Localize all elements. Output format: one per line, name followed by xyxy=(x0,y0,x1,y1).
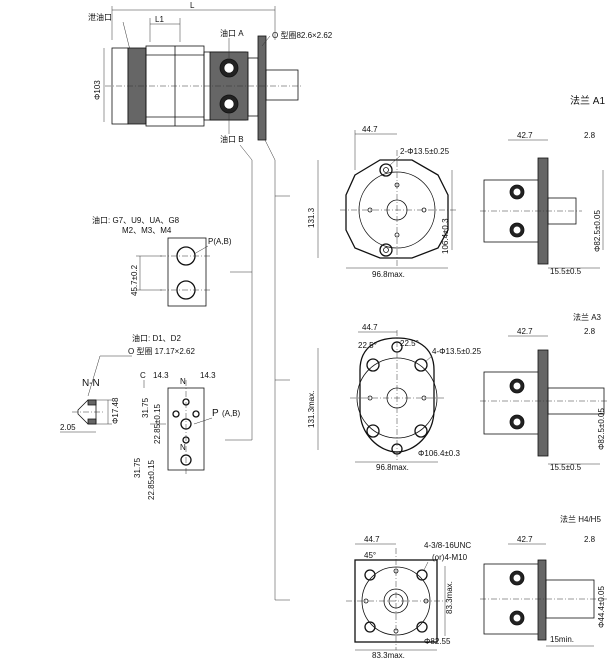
section-nn-label: N-N xyxy=(82,378,100,389)
flange-h4-d447: 44.7 xyxy=(364,535,380,544)
flange-a1-d427: 42.7 xyxy=(517,131,533,140)
port-d1-o-ring: O 型圈 17.17×2.62 xyxy=(128,347,195,356)
flange-a1-d447: 44.7 xyxy=(362,125,378,134)
port-g7-detail: 油口: G7、U9、UA、G8 M2、M3、M4 45.7±0.2 P(A,B) xyxy=(92,215,232,307)
port-d1-c: C xyxy=(140,371,146,380)
flange-a3-label: 法兰 A3 xyxy=(573,312,602,322)
flange-a1-d825: Φ82.5±0.05 xyxy=(593,210,602,252)
flange-h4-d427: 42.7 xyxy=(517,535,533,544)
flange-a3-holes: 4-Φ13.5±0.25 xyxy=(432,347,482,356)
dim-205: 2.05 xyxy=(60,423,76,432)
flange-a1-d28: 2.8 xyxy=(584,131,596,140)
flange-h4-d833max: 83.3max. xyxy=(445,581,454,614)
flange-a1-holes: 2-Φ13.5±0.25 xyxy=(400,147,450,156)
dim-2285-b: 22.85±0.15 xyxy=(147,459,156,500)
dim-dia-103: Φ103 xyxy=(93,80,102,100)
flange-h4-d15: 15min. xyxy=(550,635,574,644)
dim-2285-a: 22.85±0.15 xyxy=(153,403,162,444)
port-d1-pab: (A,B) xyxy=(222,409,241,418)
flange-h4-holes2: (or)4-M10 xyxy=(432,553,468,562)
port-d1-n-top: N xyxy=(180,377,186,386)
port-g7-pab: P(A,B) xyxy=(208,237,232,246)
flange-a3-d427: 42.7 xyxy=(517,327,533,336)
port-b-label: 油口 B xyxy=(220,134,244,144)
port-g7-title-1: 油口: G7、U9、UA、G8 xyxy=(92,215,180,225)
flange-a3-d968: 96.8max. xyxy=(376,463,409,472)
flange-a1-d1064: 106.4±0.3 xyxy=(441,218,450,254)
dim-dia-1748: Φ17.48 xyxy=(111,397,120,424)
drain-port-label: 泄油口 xyxy=(88,12,112,22)
port-g7-title-2: M2、M3、M4 xyxy=(122,226,172,235)
port-d1-d143a: 14.3 xyxy=(153,371,169,380)
flange-a3: 法兰 A3 44.7 22.5° 22.5° 4-Φ13.5±0.25 131.… xyxy=(307,312,608,472)
flange-a3-d825: Φ82.5±0.05 xyxy=(597,408,606,450)
port-a-label: 油口 A xyxy=(220,28,244,38)
flange-h4-d28: 2.8 xyxy=(584,535,596,544)
dim-l1: L1 xyxy=(155,15,164,24)
flange-a3-d447: 44.7 xyxy=(362,323,378,332)
port-d1-title: 油口: D1、D2 xyxy=(132,333,181,343)
flange-h4-label: 法兰 H4/H5 xyxy=(560,514,601,524)
flange-h4-d45: 45° xyxy=(364,551,376,560)
port-g7-spacing: 45.7±0.2 xyxy=(130,264,139,296)
port-d1-d143b: 14.3 xyxy=(200,371,216,380)
motor-side-view: L L1 泄油口 Φ103 油口 A 油口 B O 型圈82.6×2.6 xyxy=(88,1,333,601)
flange-h4-holes1: 4-3/8-16UNC xyxy=(424,541,471,550)
dim-l: L xyxy=(190,1,195,10)
o-ring-label: O 型圈82.6×2.62 xyxy=(272,31,333,40)
flange-h4-d8255: Φ82.55 xyxy=(424,637,451,646)
flange-a3-d225b: 22.5° xyxy=(400,339,419,348)
flange-a1-d1313: 131.3 xyxy=(307,207,316,228)
port-d1-n-bottom: N xyxy=(180,443,186,452)
flange-a1-d155: 15.5±0.5 xyxy=(550,267,582,276)
port-d1-detail: 油口: D1、D2 O 型圈 17.17×2.62 N-N Φ17.48 2.0… xyxy=(60,333,241,500)
flange-a3-d1313: 131.3max. xyxy=(307,391,316,428)
dim-3175-a: 31.75 xyxy=(141,397,150,418)
flange-a3-d225a: 22.5° xyxy=(358,341,377,350)
flange-a1: 法兰 A1 44.7 2-Φ13.5±0.25 131.3 106.4±0.3 … xyxy=(307,94,605,279)
flange-a3-d28: 2.8 xyxy=(584,327,596,336)
dim-3175-b: 31.75 xyxy=(133,457,142,478)
port-d1-p: P xyxy=(212,408,219,419)
flange-a1-label: 法兰 A1 xyxy=(570,94,605,107)
flange-a3-d1064: Φ106.4±0.3 xyxy=(418,449,460,458)
flange-a1-d968: 96.8max. xyxy=(372,270,405,279)
flange-a3-d155: 15.5±0.5 xyxy=(550,463,582,472)
flange-h4-h5: 法兰 H4/H5 44.7 45° 4-3/8-16UNC (or)4-M10 … xyxy=(346,514,608,660)
flange-h4-d444: Φ44.4±0.05 xyxy=(597,586,606,628)
flange-h4-d833: 83.3max. xyxy=(372,651,405,660)
